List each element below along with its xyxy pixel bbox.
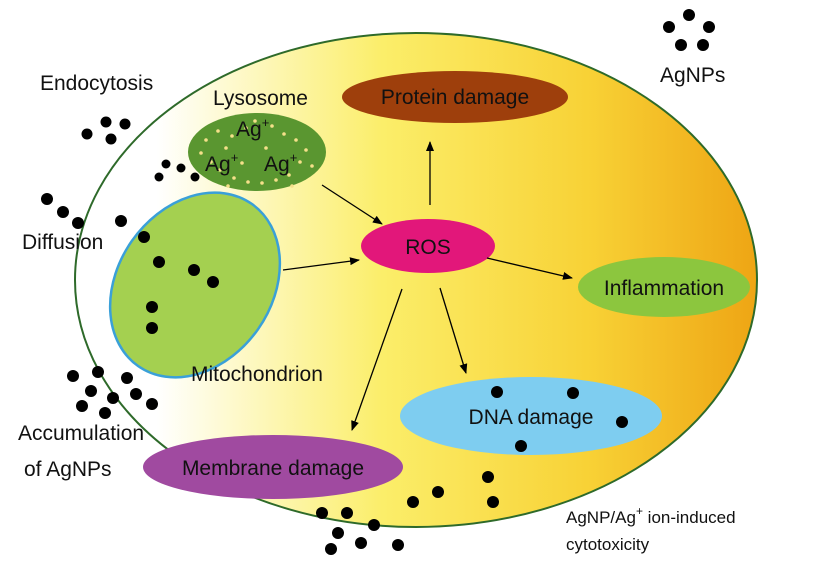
arrow-ros-to-membrane xyxy=(351,288,403,431)
label-dna-damage: DNA damage xyxy=(469,406,594,429)
lysosome-ions: Ag+ Ag+ Ag+ xyxy=(205,115,297,176)
agnp-particles xyxy=(41,9,715,555)
ion-ag-1: Ag+ xyxy=(236,115,269,141)
lysosome-ion-dots xyxy=(199,119,314,188)
caption-line2: cytotoxicity xyxy=(566,535,650,554)
arrow-ros-to-dna xyxy=(439,287,468,374)
arrow-lysosome-to-ros xyxy=(321,184,383,225)
label-agnps: AgNPs xyxy=(660,64,725,87)
label-ros: ROS xyxy=(405,236,451,259)
dna-damage-shape xyxy=(400,377,662,455)
arrow-ros-to-inflammation xyxy=(486,257,573,280)
inflammation-shape xyxy=(578,257,750,317)
label-accumulation-line1: Accumulation xyxy=(18,422,144,445)
label-diffusion: Diffusion xyxy=(22,231,103,254)
label-membrane-damage: Membrane damage xyxy=(182,457,364,480)
label-protein-damage: Protein damage xyxy=(381,86,529,109)
caption-line1: AgNP/Ag+ ion-induced xyxy=(566,504,736,527)
label-endocytosis: Endocytosis xyxy=(40,72,153,95)
lysosome xyxy=(188,113,326,191)
label-mitochondrion: Mitochondrion xyxy=(191,363,323,386)
arrows xyxy=(282,141,573,431)
membrane-damage-shape xyxy=(143,435,403,499)
ion-ag-3: Ag+ xyxy=(264,150,297,176)
label-accumulation-line2: of AgNPs xyxy=(24,458,112,481)
label-lysosome: Lysosome xyxy=(213,87,308,110)
ion-ag-2: Ag+ xyxy=(205,150,238,176)
ros-shape xyxy=(361,219,495,273)
arrow-mitochondrion-to-ros xyxy=(282,257,360,271)
protein-damage-shape xyxy=(342,71,568,123)
label-inflammation: Inflammation xyxy=(604,277,724,300)
